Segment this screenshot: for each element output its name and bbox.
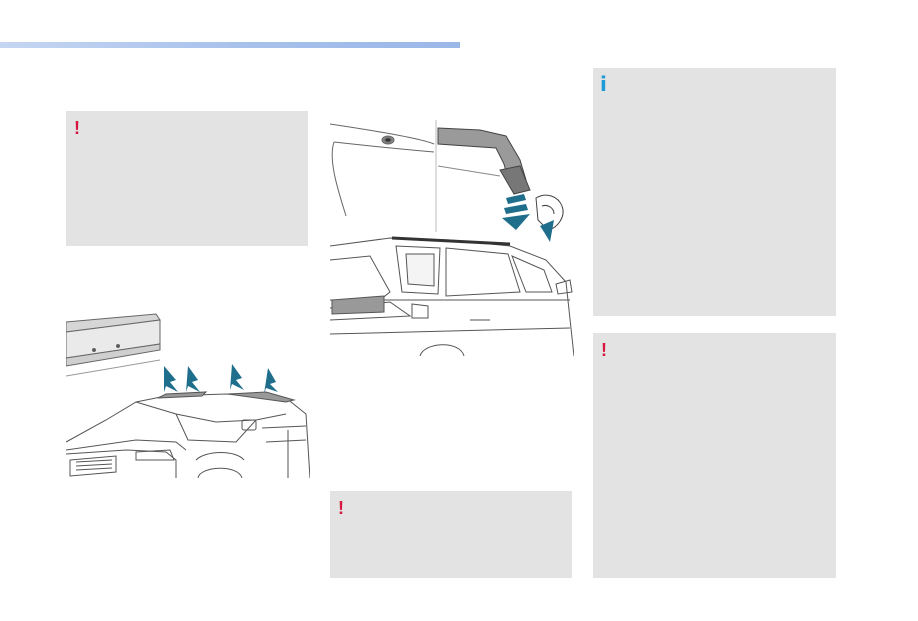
section-header-rule — [0, 42, 460, 48]
bar-and-hand — [437, 127, 564, 231]
roof-bar-illustration — [66, 310, 310, 478]
car-front-view — [66, 391, 310, 478]
warning-box-left: ! — [66, 111, 308, 246]
rail-detail — [66, 313, 161, 377]
info-box-right: i — [593, 68, 836, 316]
warning-box-right: ! — [593, 333, 836, 578]
roof-detail — [330, 123, 435, 217]
warning-box-middle: ! — [330, 491, 572, 578]
fastening-illustration — [330, 120, 574, 356]
exclamation-icon: ! — [338, 498, 344, 518]
car-rear-view — [330, 236, 574, 356]
direction-arrows — [502, 194, 554, 242]
exclamation-icon: ! — [74, 118, 80, 138]
exclamation-icon: ! — [601, 340, 607, 360]
fixing-point-arrows — [164, 364, 278, 394]
info-icon: i — [600, 72, 607, 96]
